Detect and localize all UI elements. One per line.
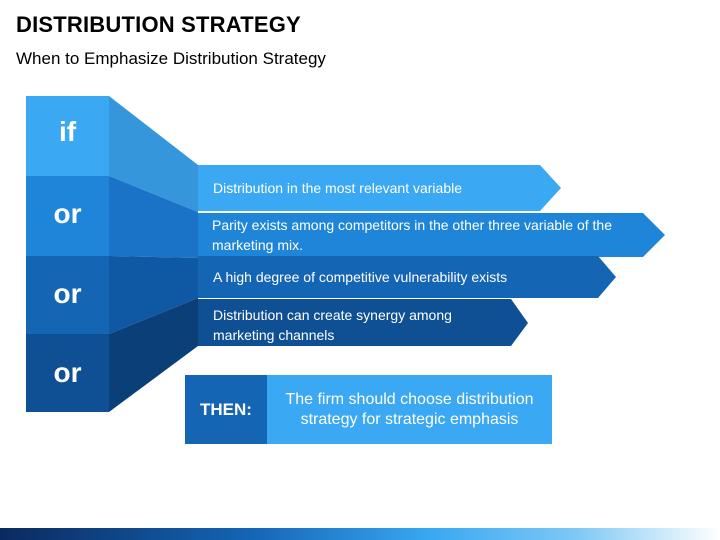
condition-label-or-2: or xyxy=(53,278,82,309)
condition-arrow-2 xyxy=(198,213,665,257)
condition-box-2 xyxy=(26,176,109,256)
condition-text-4: Distribution can create synergy among ma… xyxy=(213,307,452,343)
condition-label-or-1: or xyxy=(53,198,82,229)
condition-box-3 xyxy=(26,256,109,334)
slide-title: DISTRIBUTION STRATEGY xyxy=(16,12,301,37)
condition-text-1: Distribution in the most relevant variab… xyxy=(213,180,463,196)
conclusion-text: The firm should choose distribution stra… xyxy=(267,375,552,444)
connector-wedge-3 xyxy=(109,256,198,334)
conclusion-label: THEN: xyxy=(185,375,267,444)
connector-wedge-2 xyxy=(109,176,198,258)
slide-subtitle: When to Emphasize Distribution Strategy xyxy=(16,49,326,68)
condition-label-if: if xyxy=(58,116,77,147)
conclusion-box: THEN: The firm should choose distributio… xyxy=(185,375,552,444)
condition-arrow-3 xyxy=(198,256,616,298)
footer-gradient-bar xyxy=(0,528,720,540)
condition-label-or-3: or xyxy=(53,357,82,388)
condition-arrow-4 xyxy=(198,299,528,346)
condition-text-3: A high degree of competitive vulnerabili… xyxy=(213,269,508,285)
condition-box-4 xyxy=(26,334,109,412)
connector-wedge-1 xyxy=(109,96,198,212)
connector-wedge-4 xyxy=(109,298,198,412)
condition-text-2: Parity exists among competitors in the o… xyxy=(212,217,612,253)
condition-arrow-1 xyxy=(198,165,561,211)
condition-box-1 xyxy=(26,96,109,176)
